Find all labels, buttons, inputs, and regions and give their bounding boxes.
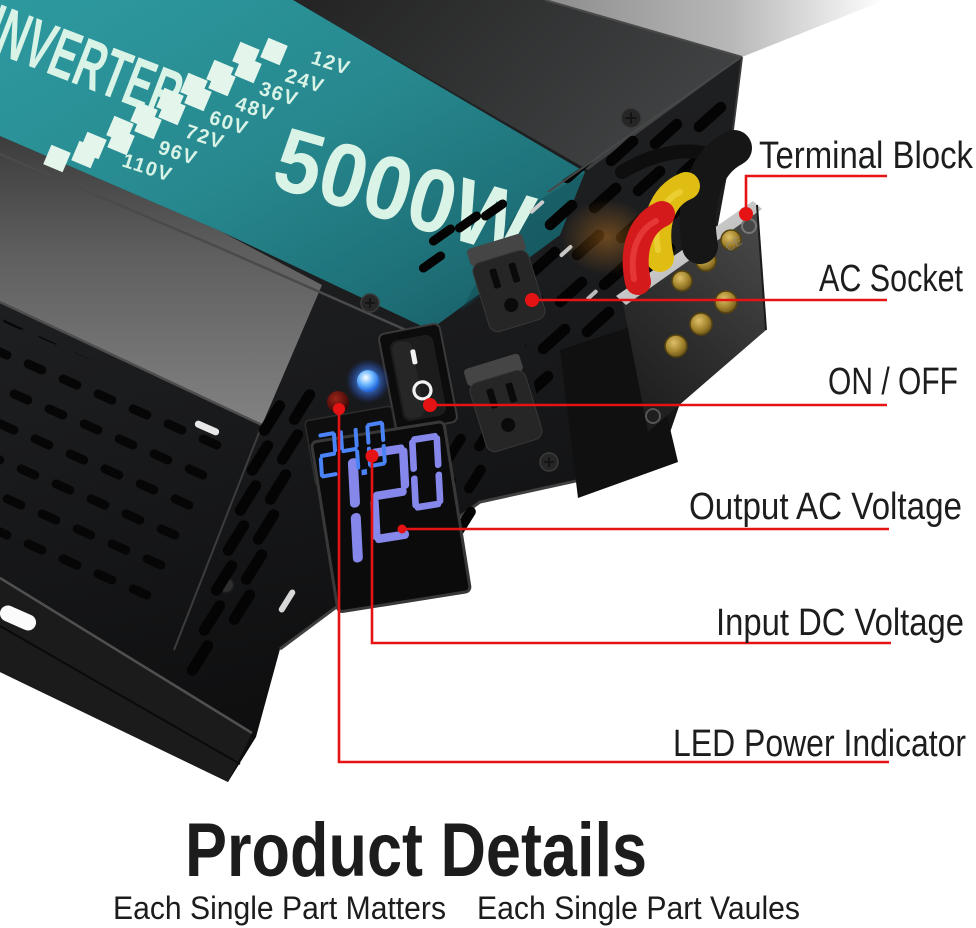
svg-text:Output AC Voltage: Output AC Voltage [689, 486, 962, 528]
svg-text:LED Power Indicator: LED Power Indicator [673, 723, 966, 765]
svg-text:AC Socket: AC Socket [819, 258, 963, 300]
svg-text:Each Single Part Vaules: Each Single Part Vaules [477, 890, 800, 926]
svg-text:ON / OFF: ON / OFF [828, 361, 958, 403]
svg-text:Product Details: Product Details [185, 808, 647, 893]
svg-text:Terminal Block: Terminal Block [759, 135, 974, 177]
svg-text:Input DC Voltage: Input DC Voltage [716, 602, 964, 644]
svg-text:Each Single Part Matters: Each Single Part Matters [113, 890, 446, 926]
